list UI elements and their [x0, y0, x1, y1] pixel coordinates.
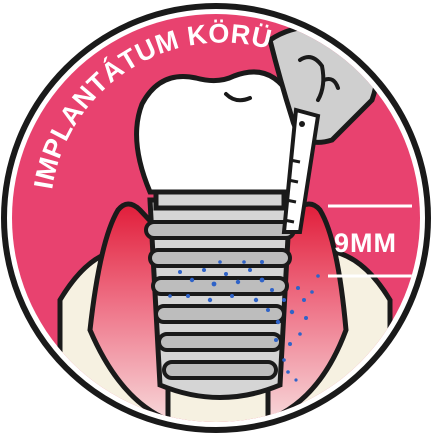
- implant-screw-icon: [146, 200, 294, 398]
- depth-label: 9MM: [334, 228, 397, 258]
- tooth-crown-icon: [137, 72, 297, 192]
